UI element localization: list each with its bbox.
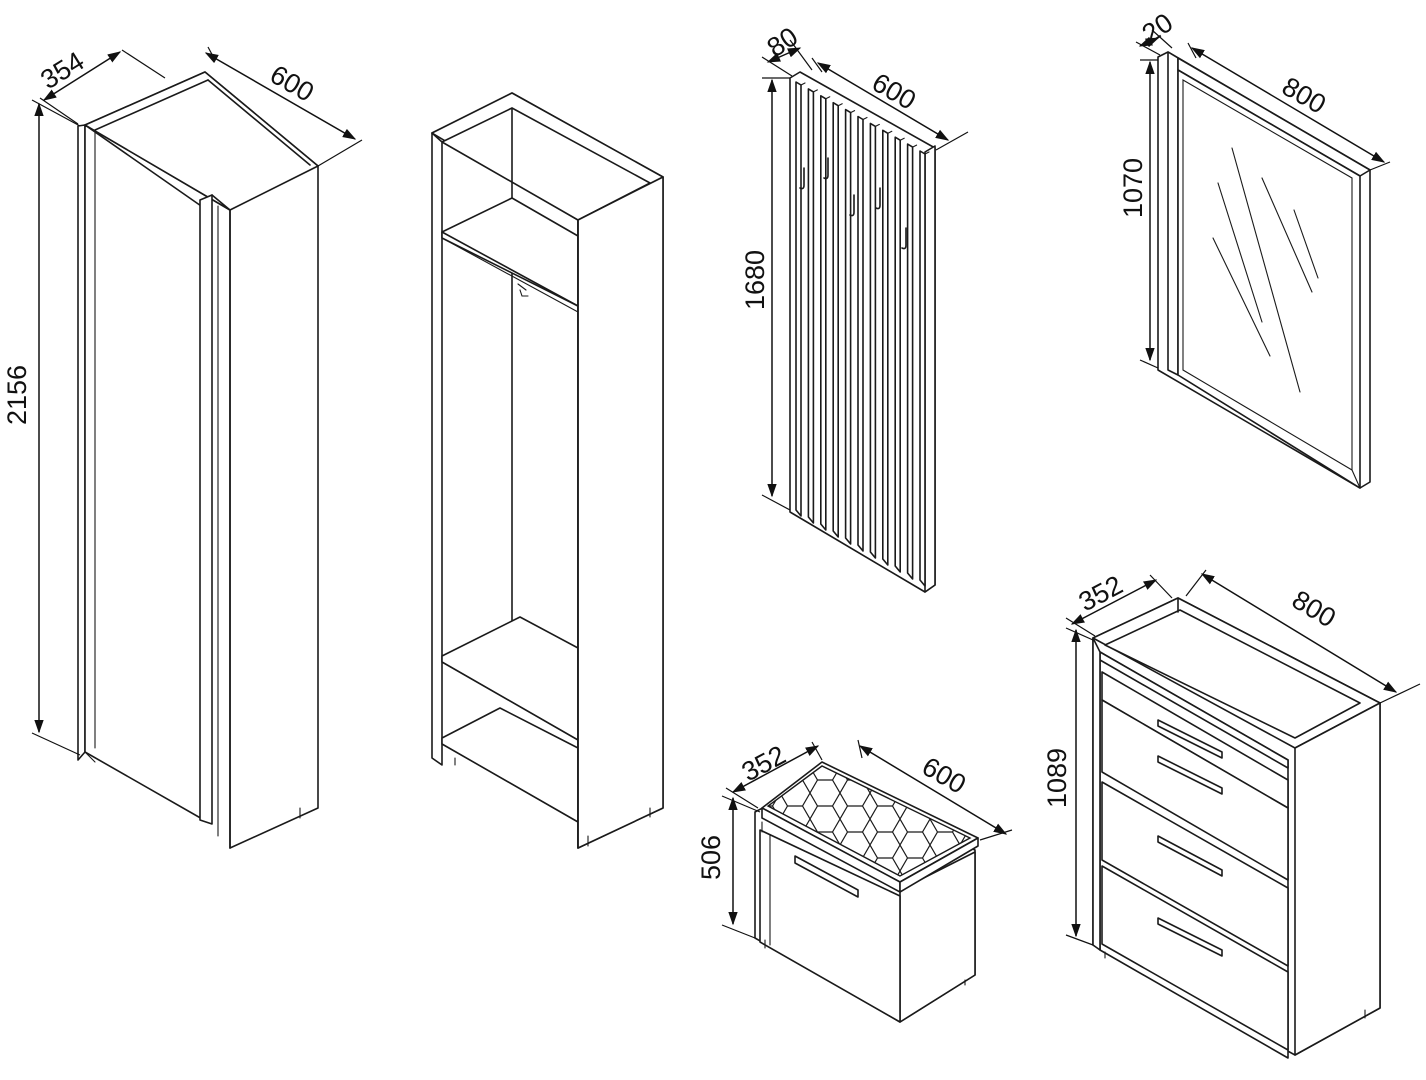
mirror-width-label: 800 <box>1277 71 1331 120</box>
coat-rack-depth-label: 80 <box>762 21 804 63</box>
slatted-coat-rack: 80 600 1680 <box>740 21 969 593</box>
chest-of-drawers: 352 800 1089 <box>1042 569 1421 1059</box>
mirror-depth-label: 20 <box>1137 7 1179 49</box>
mirror-height-label: 1070 <box>1118 158 1148 218</box>
rack-slat <box>869 122 877 559</box>
rack-slat <box>819 95 827 531</box>
wall-mirror: 20 800 1070 <box>1118 7 1391 489</box>
shoe-bench: 352 600 506 <box>696 740 1013 1023</box>
coat-rack-height-label: 1680 <box>740 250 770 310</box>
bench-width-label: 600 <box>917 751 971 800</box>
rack-slat <box>919 150 926 587</box>
rack-slat-edge <box>924 151 930 155</box>
bench-depth-label: 352 <box>737 740 791 788</box>
rack-slat <box>795 81 802 517</box>
rack-slat <box>881 129 889 566</box>
rack-slat <box>906 143 914 580</box>
rack-slat <box>844 108 852 545</box>
rack-slat <box>807 88 815 524</box>
rack-slat-edge <box>800 82 806 86</box>
wardrobe-height-label: 2156 <box>2 365 32 425</box>
rack-slat-edge <box>912 144 918 148</box>
open-coat-cabinet <box>431 92 664 849</box>
wardrobe-depth-label: 354 <box>35 46 89 95</box>
rack-slat <box>894 136 902 573</box>
chest-depth-label: 352 <box>1074 570 1128 618</box>
wardrobe-width-label: 600 <box>265 59 319 108</box>
chest-width-label: 800 <box>1287 584 1341 633</box>
rack-slat <box>832 101 840 538</box>
chest-height-label: 1089 <box>1042 748 1072 808</box>
bench-height-label: 506 <box>696 835 726 880</box>
wardrobe: 354 600 2156 <box>2 46 363 849</box>
rack-slat <box>857 115 864 552</box>
coat-rack-width-label: 600 <box>867 67 921 116</box>
rack-slat-edge <box>812 89 818 93</box>
